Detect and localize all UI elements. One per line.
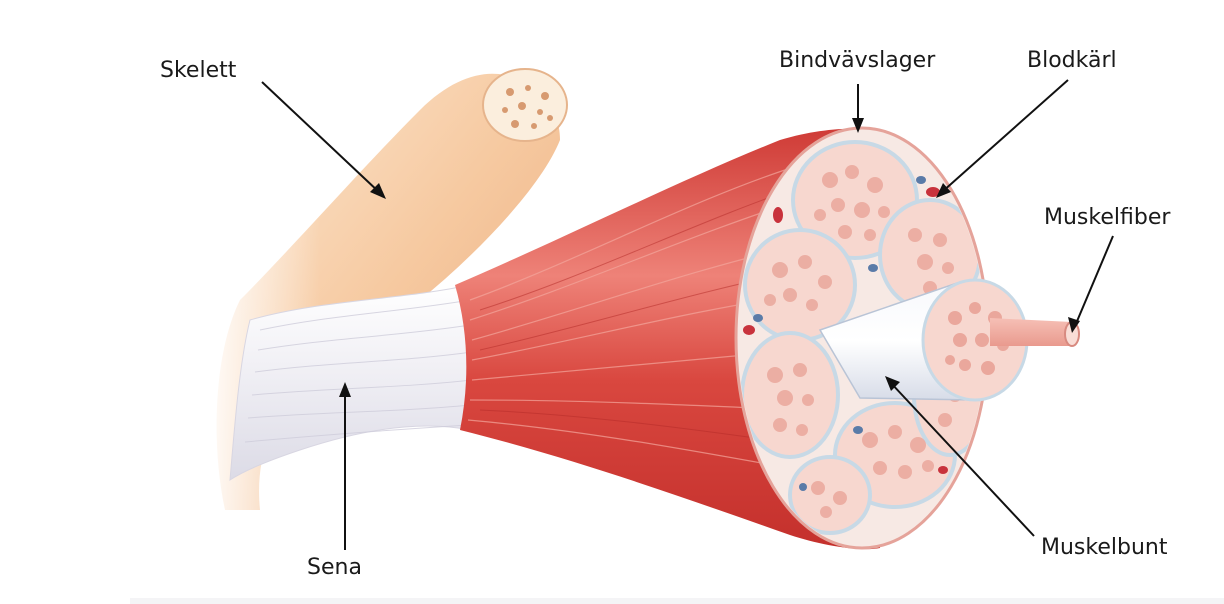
label-muskelbunt: Muskelbunt [1041, 535, 1168, 560]
label-sena: Sena [307, 555, 362, 580]
tendon-shape [229, 284, 478, 481]
label-skelett: Skelett [160, 58, 237, 83]
label-muskelfiber: Muskelfiber [1044, 205, 1171, 230]
footer-strip [130, 598, 1224, 604]
label-bindvavslager: Bindvävslager [779, 48, 936, 73]
label-blodkarl: Blodkärl [1027, 48, 1117, 73]
muscle-bundle-cylinder [818, 278, 1029, 402]
muscle-fiber-strand [990, 318, 1080, 347]
arrowheads [339, 118, 1080, 397]
blood-vessels [743, 176, 948, 491]
tendon-fibers [244, 299, 473, 443]
leader-lines [261, 79, 1114, 550]
